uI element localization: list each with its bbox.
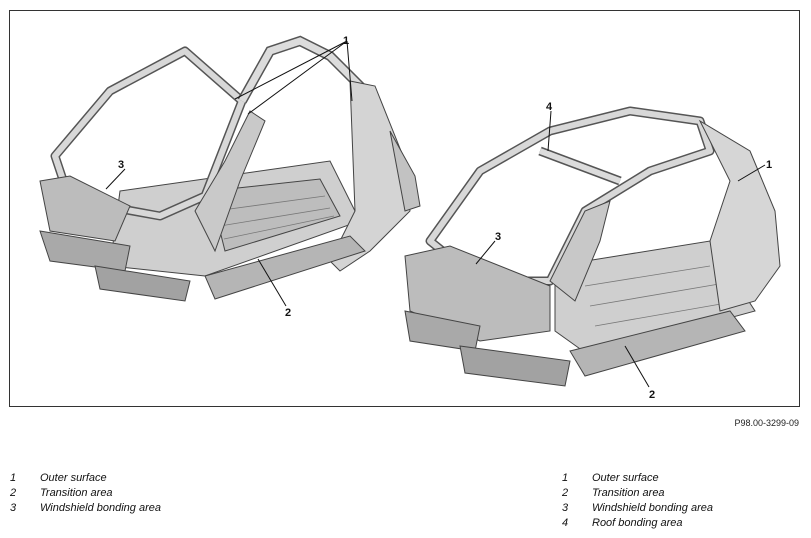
illustration-frame: 1 3 2 4 3 1 2 — [9, 10, 800, 407]
callout-left-3: 3 — [118, 159, 124, 171]
legend-number: 4 — [562, 517, 569, 529]
legend-text: Outer surface — [40, 472, 107, 484]
legend-left: 1 Outer surface 2 Transition area 3 Windshi… — [10, 471, 161, 516]
legend-number: 3 — [562, 502, 569, 514]
callout-left-1: 1 — [343, 35, 349, 47]
callout-right-2: 2 — [649, 389, 655, 401]
legend-item: 3 Windshield bonding area — [562, 501, 713, 516]
legend-item: 3 Windshield bonding area — [10, 501, 161, 516]
legend-item: 1 Outer surface — [562, 471, 713, 486]
body-shell-illustration: 1 3 2 4 3 1 2 — [39, 35, 781, 401]
legend-right: 1 Outer surface 2 Transition area 3 Windshi… — [562, 471, 713, 531]
legend-item: 1 Outer surface — [10, 471, 161, 486]
left-body-shell — [39, 35, 421, 302]
legend-number: 1 — [10, 472, 17, 484]
legend-text: Outer surface — [592, 472, 659, 484]
legend-text: Transition area — [592, 487, 665, 499]
callout-left-2: 2 — [285, 307, 291, 319]
callout-right-4: 4 — [546, 101, 553, 113]
legend-text: Transition area — [40, 487, 113, 499]
figure-reference: P98.00-3299-09 — [734, 418, 799, 428]
callout-right-3: 3 — [495, 231, 501, 243]
legend-number: 2 — [10, 487, 17, 499]
callout-right-1: 1 — [766, 159, 772, 171]
legend-item: 2 Transition area — [10, 486, 161, 501]
right-body-shell — [404, 106, 781, 387]
legend-number: 1 — [562, 472, 569, 484]
legend-text: Windshield bonding area — [40, 502, 161, 514]
legend-text: Windshield bonding area — [592, 502, 713, 514]
legend-number: 2 — [562, 487, 569, 499]
callout-leaders — [105, 40, 766, 388]
legend-text: Roof bonding area — [592, 517, 683, 529]
legend-number: 3 — [10, 502, 17, 514]
legend-item: 2 Transition area — [562, 486, 713, 501]
legend-item: 4 Roof bonding area — [562, 516, 713, 531]
